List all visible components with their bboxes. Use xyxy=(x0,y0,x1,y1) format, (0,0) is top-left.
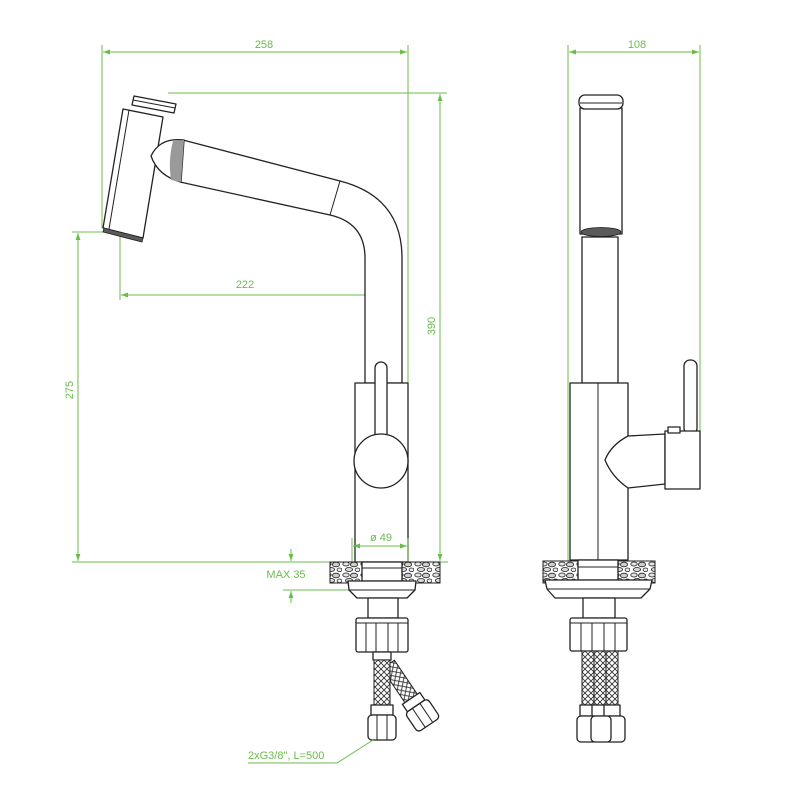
side-handle-housing xyxy=(664,430,701,490)
callout-leader-line xyxy=(248,739,374,764)
mounting-nut xyxy=(577,559,619,581)
supply-hose-vertical xyxy=(367,651,397,741)
spout-tube xyxy=(179,139,403,384)
mounting-stud xyxy=(582,597,616,619)
side-supply-hoses xyxy=(576,650,626,743)
hose-nut xyxy=(590,715,612,743)
hose-nut xyxy=(367,714,397,741)
max-counter-thickness-label: MAX 35 xyxy=(266,569,305,581)
spout xyxy=(150,138,403,384)
head-body xyxy=(102,108,164,239)
side-pull-out-head xyxy=(578,94,624,237)
hose-collar xyxy=(370,704,394,716)
side-handle-notch xyxy=(667,426,681,434)
pull-out-head xyxy=(102,95,177,243)
head-cap xyxy=(578,94,624,110)
coupling-shading xyxy=(169,140,184,182)
hose-nut-line xyxy=(419,703,434,723)
spout-height-label: 275 xyxy=(64,381,76,399)
hose-spec-label: 2xG3/8", L=500 xyxy=(248,750,324,762)
overall-height-label: 390 xyxy=(426,317,438,335)
dimension-base-diameter: ø 49 xyxy=(351,532,409,562)
hose-braid xyxy=(581,650,595,706)
head-aerator xyxy=(580,227,622,237)
hose-collar xyxy=(603,704,621,717)
dimension-overall-depth: 108 xyxy=(567,39,701,561)
hose-callout: 2xG3/8", L=500 xyxy=(248,739,374,764)
side-view: 108 xyxy=(542,39,701,743)
hose-nut xyxy=(405,699,440,732)
side-lever-handle xyxy=(683,359,698,435)
dimension-spout-height: 275 xyxy=(64,231,116,561)
mounting-nut xyxy=(361,561,403,582)
handle-knob xyxy=(353,433,409,489)
hose-connector xyxy=(372,651,392,661)
dimension-max-counter-thickness: MAX 35 xyxy=(266,549,352,603)
side-handle-cone xyxy=(604,433,666,489)
head-edge-line xyxy=(108,109,130,230)
spout-reach-label: 222 xyxy=(236,279,254,291)
countertop-section-left xyxy=(329,561,363,584)
overall-width-label: 258 xyxy=(255,39,273,51)
countertop-section-right xyxy=(401,561,441,584)
head-cap-line xyxy=(132,99,176,109)
head-body xyxy=(579,107,623,235)
overall-depth-label: 108 xyxy=(628,39,646,51)
head-aerator xyxy=(102,227,144,243)
spout-joint-line xyxy=(329,180,341,216)
hose-braid xyxy=(605,650,619,706)
side-spout-tube xyxy=(581,236,619,384)
side-mounting-assembly xyxy=(544,559,653,652)
hose-braid xyxy=(593,650,607,706)
dimension-overall-height: 390 xyxy=(168,92,447,561)
mounting-stud xyxy=(367,597,399,619)
mounting-assembly xyxy=(347,561,417,653)
front-view: 258 390 275 222 xyxy=(64,39,448,764)
base-diameter-label: ø 49 xyxy=(370,532,392,544)
dimension-overall-width: 258 xyxy=(101,39,409,383)
dimension-spout-reach: 222 xyxy=(119,236,382,300)
hose-braid xyxy=(373,659,391,706)
hose-nut-line xyxy=(411,708,426,728)
